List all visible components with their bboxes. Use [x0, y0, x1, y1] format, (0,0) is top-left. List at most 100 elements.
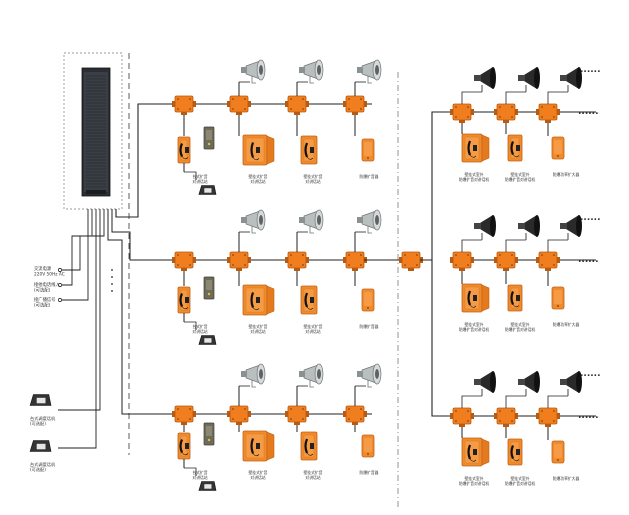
- device-label: 台式扩音对讲话站: [192, 470, 207, 480]
- horn-speaker-icon: [518, 215, 540, 240]
- horn-speaker-icon: [474, 371, 496, 396]
- wire: [461, 91, 482, 104]
- wall-phone-icon: [300, 285, 318, 315]
- wall-phone-icon: [507, 284, 523, 312]
- wall-phone-icon: [507, 134, 523, 162]
- wall-phone-icon: [507, 438, 523, 466]
- label-line: 接广播信号: [34, 296, 55, 303]
- wire: [505, 395, 526, 408]
- device-label: 壁挂式扩音对讲话站: [304, 470, 323, 480]
- horn-speaker-icon: [474, 215, 496, 240]
- label-line: 防爆扩音器: [360, 324, 379, 329]
- label-line: 壁挂式室外: [465, 476, 484, 481]
- junction-box-icon: [494, 251, 518, 271]
- continuation-ellipsis: ......: [578, 411, 599, 421]
- amplifier-icon: [203, 276, 215, 300]
- label-line: 对讲话站: [192, 475, 207, 480]
- label-line: 壁挂式扩音: [304, 470, 323, 475]
- device-label: 防爆功率扩大器: [553, 172, 580, 177]
- wire: [62, 209, 105, 301]
- wire: [115, 103, 176, 218]
- device-label: 防爆功率扩大器: [553, 476, 580, 481]
- junction-box-icon: [285, 95, 309, 115]
- label-line: 防爆扩音对讲话机: [459, 481, 490, 486]
- junction-box-icon: [227, 251, 251, 271]
- label-line: 防爆扩音对讲话机: [505, 481, 536, 486]
- cabinet-frame: [63, 52, 123, 210]
- horn-speaker-icon: [357, 209, 382, 234]
- junction-box-icon: [450, 103, 474, 123]
- remote-row-3: 壁挂式室外防爆扩音对讲话机壁挂式室外防爆扩音对讲话机防爆功率扩大器.......…: [450, 369, 601, 486]
- wire: [58, 209, 97, 449]
- label-line: 台式扩音: [192, 324, 207, 329]
- device-label: 壁挂式扩音对讲话站: [249, 324, 268, 334]
- label-line: 对讲话站: [192, 329, 207, 334]
- label-line: 防爆扩音器: [360, 174, 379, 179]
- amplifier-icon: [203, 422, 215, 446]
- wall-phone-icon: [242, 430, 275, 462]
- horn-speaker-icon: [474, 67, 496, 92]
- wire: [184, 467, 197, 476]
- connector-dot: [58, 268, 62, 272]
- device-label: 台式调度话机(可选配): [30, 461, 56, 473]
- remote-row-2: 壁挂式室外防爆扩音对讲话机壁挂式室外防爆扩音对讲话机防爆功率扩大器.......…: [450, 213, 601, 332]
- device-label: 台式调度话机(可选配): [30, 415, 56, 427]
- cabinet-icon: [81, 67, 111, 197]
- desk-phone-icon: [198, 481, 217, 491]
- ellipsis-dot: [111, 290, 113, 292]
- wire: [62, 209, 97, 286]
- wire: [547, 91, 568, 104]
- wire: [58, 209, 101, 411]
- desk-phone-icon: [198, 335, 217, 345]
- label-line: 壁挂式扩音: [249, 324, 268, 329]
- horn-speaker-icon: [357, 59, 382, 84]
- junction-box-icon: [536, 103, 560, 123]
- label-line: 对讲话站: [250, 329, 265, 334]
- amplifier-icon: [361, 138, 375, 162]
- label-line: 防爆功率扩大器: [553, 322, 580, 327]
- wire: [505, 91, 526, 104]
- label-line: 壁挂式扩音: [249, 470, 268, 475]
- label-line: 壁挂式室外: [511, 172, 530, 177]
- label-line: (可选配): [30, 420, 46, 427]
- device-label: 壁挂式室外防爆扩音对讲话机: [459, 322, 490, 332]
- label-line: 台式调度话机: [30, 415, 56, 422]
- horn-speaker-icon: [357, 363, 382, 388]
- server-cabinet: [63, 52, 123, 210]
- device-label: 防爆扩音器: [360, 470, 379, 475]
- continuation-ellipsis: ......: [580, 369, 601, 379]
- label-line: 220V 50Hz AC: [34, 271, 65, 277]
- label-line: 防爆扩音对讲话机: [459, 327, 490, 332]
- horn-speaker-icon: [560, 371, 582, 396]
- label-line: (可选配): [30, 466, 46, 473]
- ellipsis-dot: [111, 283, 113, 285]
- label-line: 对讲话站: [305, 475, 320, 480]
- wire: [547, 395, 568, 408]
- label-line: 壁挂式室外: [465, 172, 484, 177]
- label-line: 对讲话站: [250, 475, 265, 480]
- horn-speaker-icon: [299, 59, 324, 84]
- horn-speaker-icon: [299, 209, 324, 234]
- junction-box-icon: [285, 251, 309, 271]
- label-line: 台式扩音: [192, 470, 207, 475]
- wall-phone-icon: [461, 283, 490, 313]
- label-line: 对讲话站: [305, 179, 320, 184]
- amplifier-icon: [551, 136, 565, 160]
- device-label: 台式扩音对讲话站: [192, 324, 207, 334]
- junction-box-icon: [172, 405, 196, 425]
- wire: [431, 260, 452, 417]
- continuation-ellipsis: ......: [578, 255, 599, 265]
- label-line: 壁挂式室外: [511, 476, 530, 481]
- junction-box-icon: [343, 95, 367, 115]
- wire: [505, 239, 526, 252]
- junction-box-icon: [343, 405, 367, 425]
- junction-box-icon: [536, 407, 560, 427]
- wall-phone-icon: [242, 134, 275, 166]
- wire: [461, 239, 482, 252]
- junction-box-icon: [343, 251, 367, 271]
- device-label: 壁挂式室外防爆扩音对讲话机: [505, 172, 536, 182]
- label-line: 壁挂式室外: [511, 322, 530, 327]
- ellipsis-dot: [111, 276, 113, 278]
- device-label: 壁挂式室外防爆扩音对讲话机: [459, 172, 490, 182]
